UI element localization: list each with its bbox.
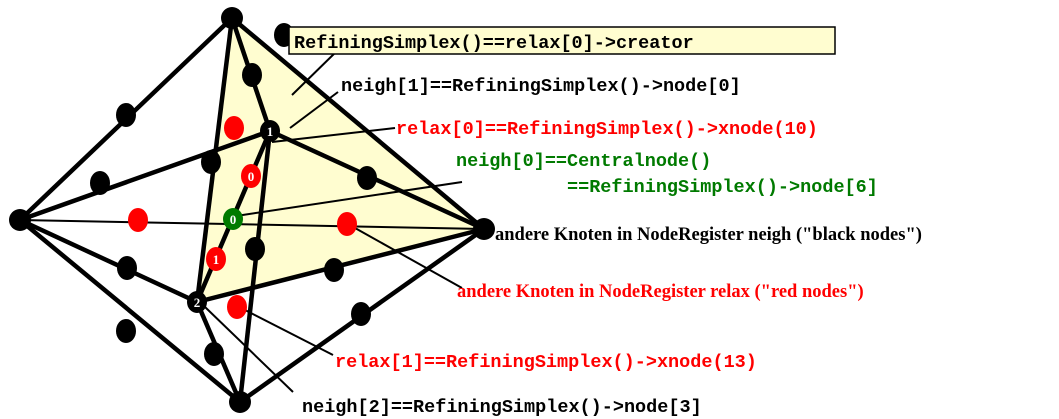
creator-label-box xyxy=(288,26,836,55)
thin-edges xyxy=(19,219,485,230)
black-node xyxy=(229,391,251,413)
black-node xyxy=(221,7,243,29)
creator-label: RefiningSimplex()==relax[0]->creator xyxy=(294,33,694,54)
node-label-central-0: 0 xyxy=(230,212,237,227)
neigh0-label-line1: neigh[0]==Centralnode() xyxy=(456,151,711,172)
black-node xyxy=(9,209,31,231)
black-nodes xyxy=(9,7,495,413)
neigh2-label: neigh[2]==RefiningSimplex()->node[3] xyxy=(302,397,702,418)
red-node xyxy=(227,295,247,319)
black-node xyxy=(116,319,136,343)
black-node xyxy=(245,237,265,261)
black-node xyxy=(351,302,371,326)
relax1-label: relax[1]==RefiningSimplex()->xnode(13) xyxy=(335,352,757,373)
black-node xyxy=(90,171,110,195)
red-node xyxy=(337,212,357,236)
node-label-red-1: 1 xyxy=(213,252,220,267)
red-nodes xyxy=(128,116,357,319)
node-label-2: 2 xyxy=(194,295,201,310)
black-node xyxy=(324,258,344,282)
black-node xyxy=(204,342,224,366)
green-central-node xyxy=(223,208,243,230)
black-node xyxy=(116,103,136,127)
node-label-red-0: 0 xyxy=(248,169,255,184)
black-node xyxy=(117,256,137,280)
shaded-face xyxy=(197,18,484,302)
red-node xyxy=(224,116,244,140)
node-label-1: 1 xyxy=(267,124,274,139)
black-node xyxy=(260,120,280,142)
black-node xyxy=(201,150,221,174)
red-node xyxy=(128,208,148,232)
black-nodes-label: andere Knoten in NodeRegister neigh ("bl… xyxy=(495,225,922,245)
black-node xyxy=(473,218,495,240)
neigh1-label: neigh[1]==RefiningSimplex()->node[0] xyxy=(341,76,741,97)
black-node xyxy=(357,166,377,190)
black-node xyxy=(187,291,207,313)
neigh0-label-line2: ==RefiningSimplex()->node[6] xyxy=(567,177,878,198)
leader-lines xyxy=(204,47,463,393)
black-node xyxy=(242,63,262,87)
red-node xyxy=(241,164,261,188)
red-nodes-label: andere Knoten in NodeRegister relax ("re… xyxy=(457,282,864,302)
red-node xyxy=(206,247,226,271)
relax0-label: relax[0]==RefiningSimplex()->xnode(10) xyxy=(396,119,818,140)
